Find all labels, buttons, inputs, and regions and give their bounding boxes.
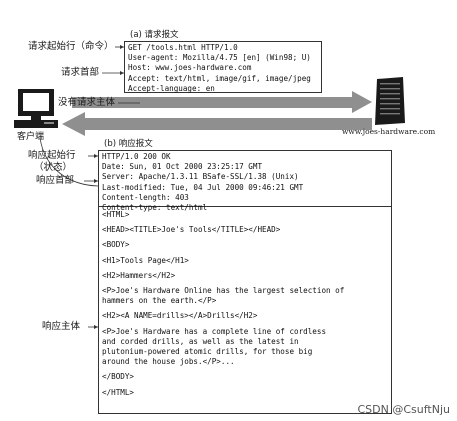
response-body-line: and corded drills, as well as the latest… <box>102 336 299 346</box>
request-message-box: GET /tools.html HTTP/1.0 User-agent: Moz… <box>124 41 322 93</box>
server-icon <box>373 77 407 129</box>
response-body-line: </HTML> <box>102 387 135 397</box>
response-body-line: <H2>Hammers</H2> <box>102 270 176 280</box>
response-body-line: <P>Joe's Hardware has a complete line of… <box>102 326 327 336</box>
request-lines: GET /tools.html HTTP/1.0 User-agent: Moz… <box>125 42 321 95</box>
response-header-line: Last-modified: Tue, 04 Jul 2000 09:46:21… <box>102 182 304 192</box>
computer-icon <box>14 89 58 133</box>
request-caption: (a) 请求报文 <box>130 30 179 40</box>
label-response-body: 响应主体 <box>42 321 81 332</box>
response-body-line: <P>Joe's Hardware Online has the largest… <box>102 286 345 296</box>
label-response-start-line: 响应起始行 <box>28 150 76 161</box>
request-line: User-agent: Mozilla/4.75 [en] (Win98; U) <box>128 53 311 63</box>
response-header-line: Server: Apache/1.3.11 BSafe-SSL/1.38 (Un… <box>102 172 299 182</box>
server-label: www.joes-hardware.com <box>342 127 436 136</box>
watermark: CSDN @CsuftNju <box>357 403 451 416</box>
response-body-line: </BODY> <box>102 372 135 382</box>
response-header-line: Content-length: 403 <box>102 192 189 202</box>
response-arrow <box>62 112 372 136</box>
label-response-start-line-note: （状态） <box>34 162 73 173</box>
response-header-line: Content-type: text/html <box>102 203 208 213</box>
response-header-section: HTTP/1.0 200 OK Date: Sun, 01 Oct 2000 2… <box>99 151 391 212</box>
label-no-request-body: 没有请求主体 <box>58 97 116 108</box>
request-line: Host: www.joes-hardware.com <box>128 63 252 73</box>
response-body-line: around the house jobs.</P>... <box>102 357 235 367</box>
response-message-box: HTTP/1.0 200 OK Date: Sun, 01 Oct 2000 2… <box>98 150 392 414</box>
label-request-headers: 请求首部 <box>61 67 100 78</box>
response-body-line: <BODY> <box>102 240 130 250</box>
response-body-line: <HEAD><TITLE>Joe's Tools</TITLE></HEAD> <box>102 225 281 235</box>
request-line: Accept-language: en <box>128 83 215 93</box>
response-body-line: hammers on the earth.</P> <box>102 296 217 306</box>
response-body-section: <HTML> <HEAD><TITLE>Joe's Tools</TITLE></… <box>102 210 388 398</box>
response-body-line: <H1>Tools Page</H1> <box>102 255 189 265</box>
label-response-headers: 响应首部 <box>36 175 75 186</box>
response-body-line: plutonium-powered atomic drills, for tho… <box>102 347 313 357</box>
response-header-line: HTTP/1.0 200 OK <box>102 152 171 161</box>
response-caption: (b) 响应报文 <box>104 139 153 149</box>
response-header-line: Date: Sun, 01 Oct 2000 23:25:17 GMT <box>102 162 263 172</box>
response-body-line: <HTML> <box>102 210 130 219</box>
client-label: 客户端 <box>17 132 45 142</box>
request-arrow <box>72 91 372 113</box>
client-curve <box>39 137 99 187</box>
label-request-start-line: 请求起始行（命令） <box>28 41 114 52</box>
request-line: Accept: text/html, image/gif, image/jpeg <box>128 73 311 83</box>
request-line: GET /tools.html HTTP/1.0 <box>128 43 238 52</box>
response-body-line: <H2><A NAME=drills></A>Drills</H2> <box>102 311 258 321</box>
